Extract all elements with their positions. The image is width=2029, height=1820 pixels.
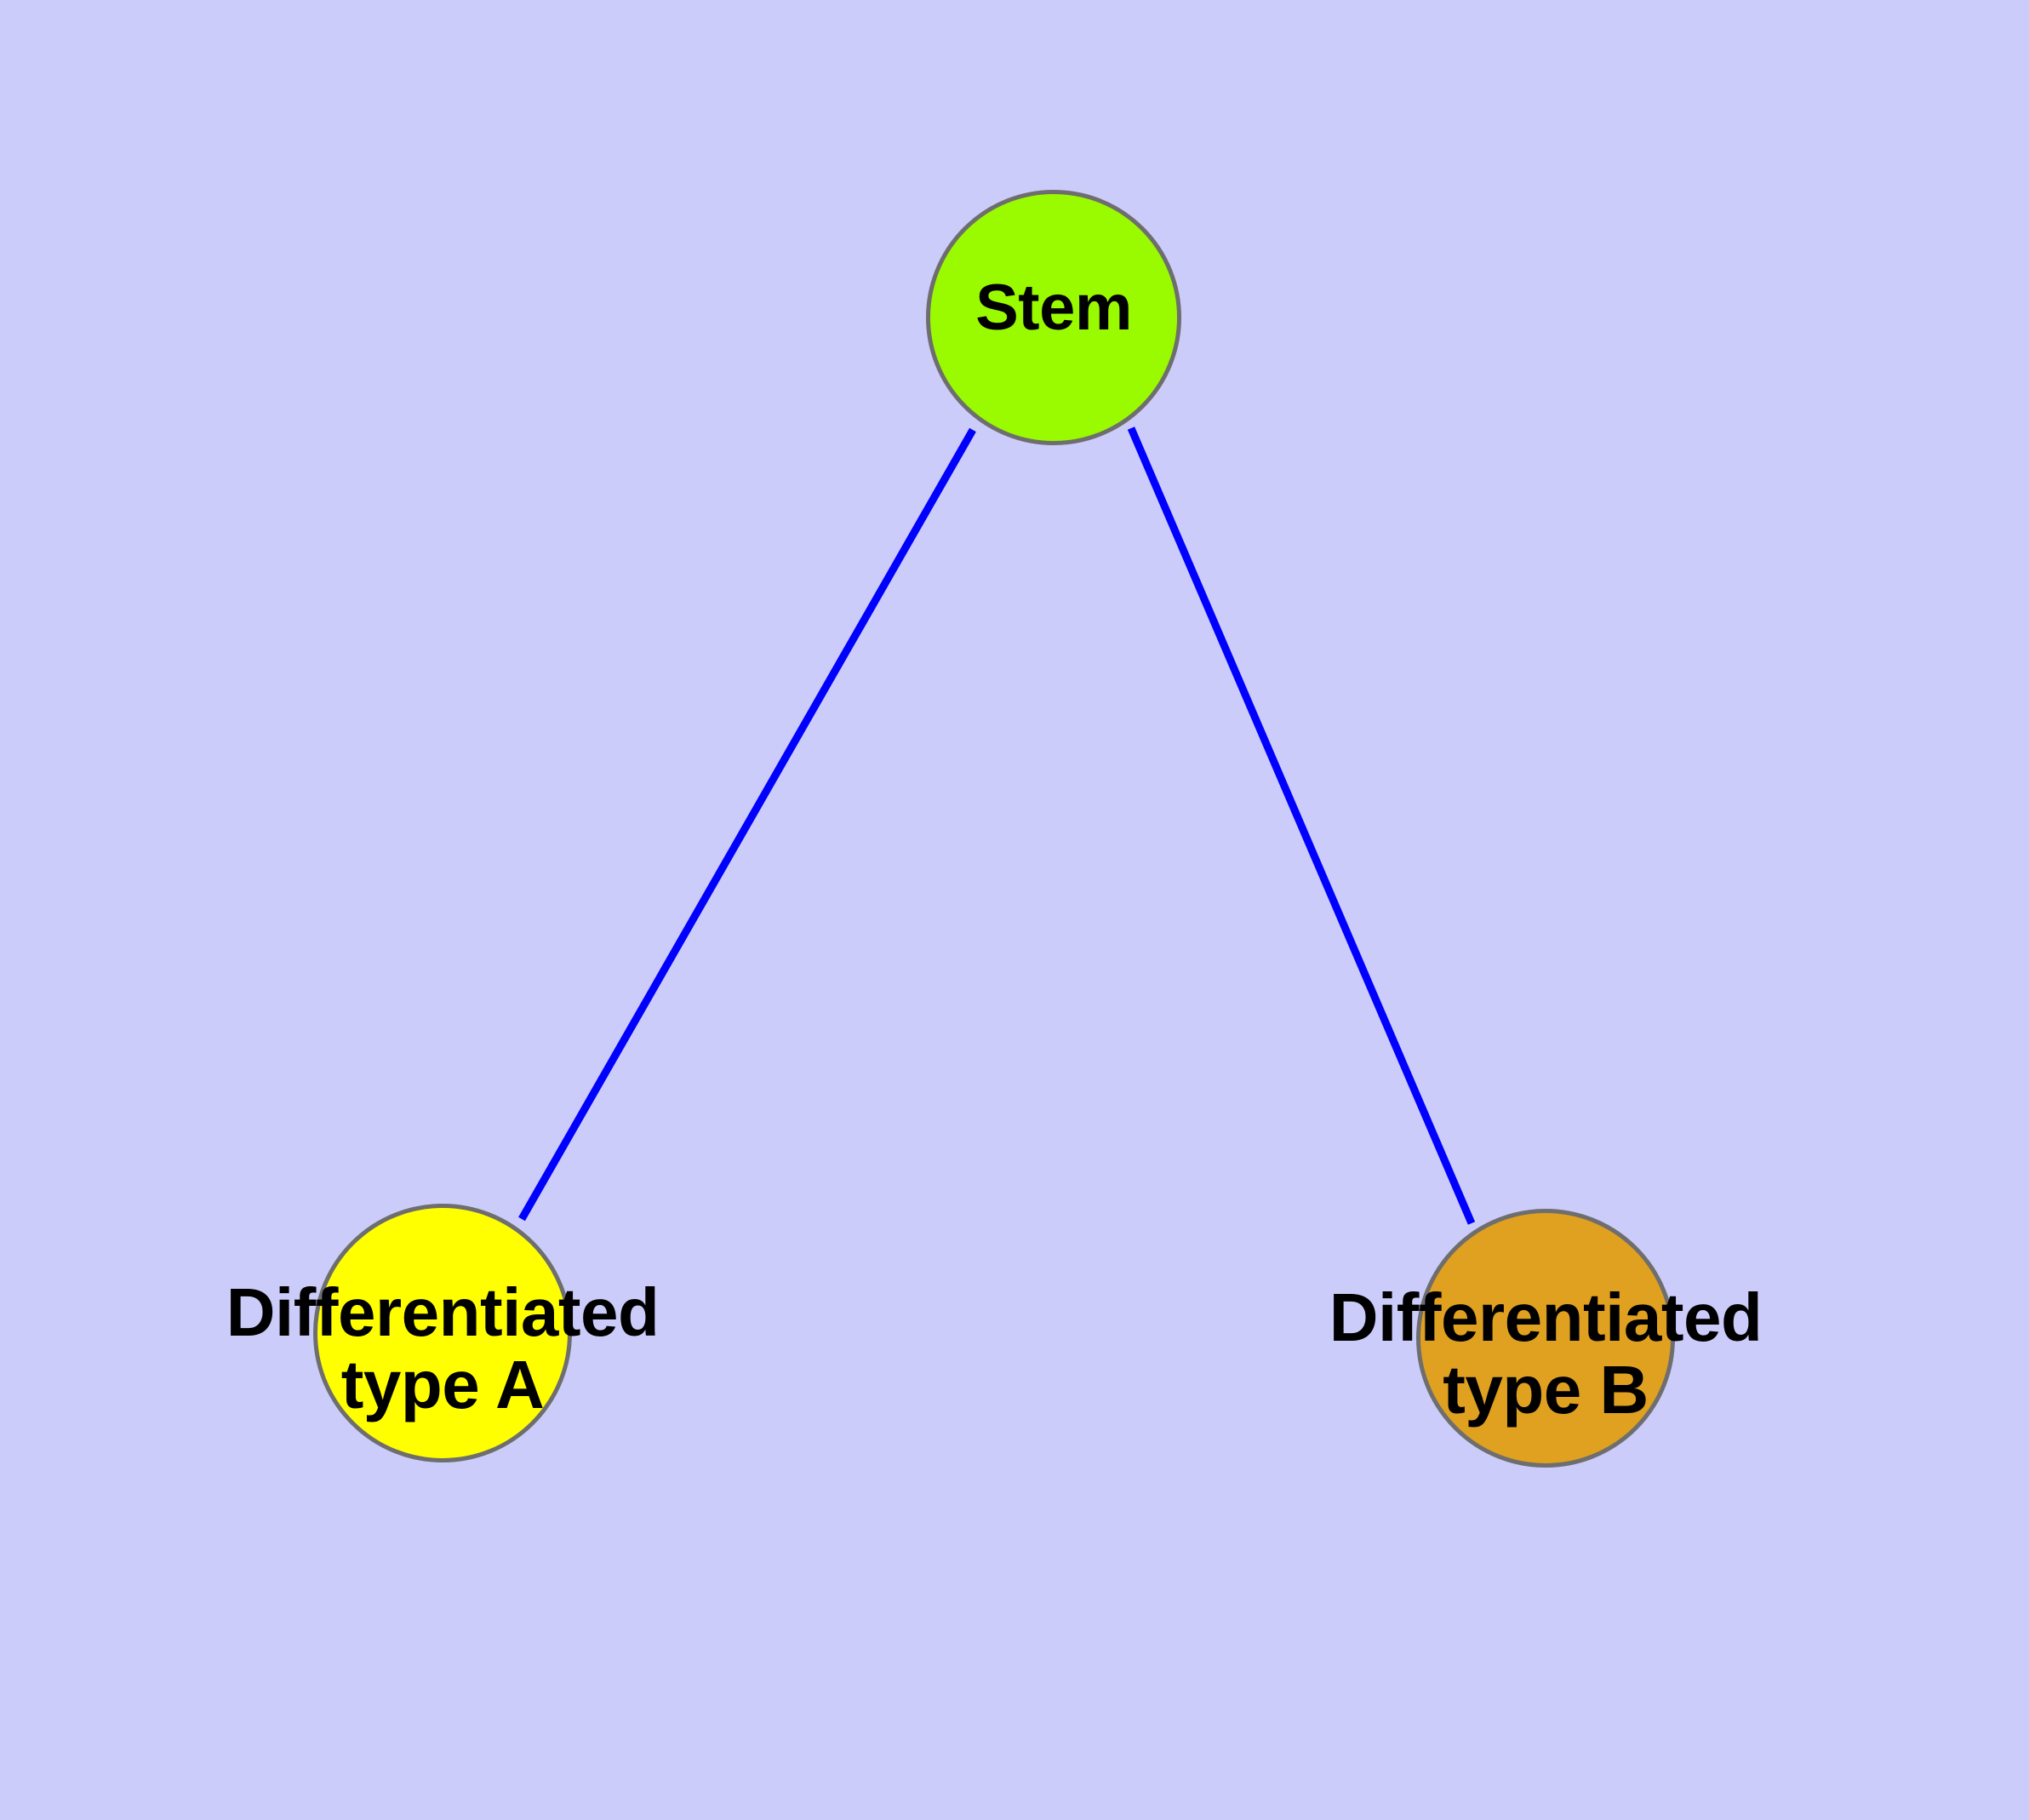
node-stem[interactable]: [926, 190, 1181, 445]
edge-stem-to-diff-a: [518, 427, 976, 1222]
edge-stem-to-diff-b: [1127, 426, 1476, 1225]
node-differentiated-type-a[interactable]: [313, 1204, 572, 1462]
node-label-stem: Stem: [975, 272, 1132, 344]
node-label-differentiated-type-a: Differentiated type A: [226, 1274, 660, 1422]
node-label-differentiated-type-b: Differentiated type B: [1329, 1279, 1763, 1428]
node-differentiated-type-b[interactable]: [1416, 1209, 1675, 1468]
